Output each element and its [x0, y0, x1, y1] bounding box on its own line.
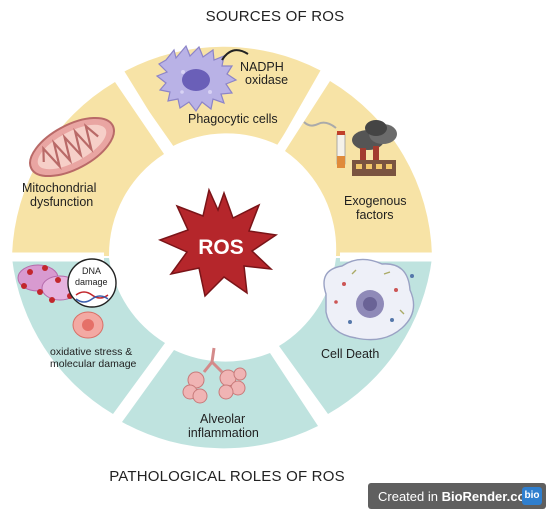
- ros-star-icon: [157, 187, 279, 298]
- nadph-label-1: NADPH: [240, 60, 284, 74]
- oxidative-label-2: molecular damage: [50, 358, 137, 370]
- roles-title: PATHOLOGICAL ROLES OF ROS: [109, 468, 345, 485]
- biorender-logo-icon: bio: [522, 487, 542, 505]
- dna-damage-bubble: DNA damage: [67, 258, 117, 308]
- phagocyte-icon: [155, 44, 238, 113]
- alveolar-label-1: Alveolar: [200, 412, 245, 426]
- alveoli-icon: [182, 347, 247, 404]
- mitochondrion-icon: [29, 116, 115, 178]
- biorender-watermark[interactable]: Created in BioRender.com bio: [368, 483, 546, 509]
- sources-title: SOURCES OF ROS: [205, 8, 345, 25]
- exo-label-1: Exogenous: [344, 194, 407, 208]
- dna-label-1: DNA: [82, 266, 101, 276]
- segment-alveolar: [122, 350, 318, 449]
- dying-cell-icon: [323, 258, 415, 341]
- segment-dividers: [8, 69, 440, 423]
- mito-label-2: dysfunction: [30, 195, 93, 209]
- segment-mitochondrial: [12, 82, 164, 256]
- alveolar-label-2: inflammation: [188, 426, 259, 440]
- watermark-text: Created in BioRender.com: [368, 489, 537, 504]
- oxidative-label-1: oxidative stress &: [50, 346, 132, 358]
- cigarette-icon: [303, 121, 346, 168]
- mito-label-1: Mitochondrial: [22, 181, 96, 195]
- ros-label: ROS: [198, 236, 244, 259]
- nadph-arc: [221, 49, 249, 61]
- factory-icon: [352, 120, 397, 176]
- exo-label-2: factors: [356, 208, 394, 222]
- watermark-brand: BioRender.com: [441, 488, 537, 504]
- watermark-prefix: Created in: [378, 488, 442, 504]
- dna-icon: [75, 291, 109, 303]
- dna-label-2: damage: [75, 277, 108, 287]
- nadph-label-2: oxidase: [245, 73, 288, 87]
- phagocytic-label: Phagocytic cells: [188, 112, 278, 126]
- cell-death-label: Cell Death: [321, 347, 379, 361]
